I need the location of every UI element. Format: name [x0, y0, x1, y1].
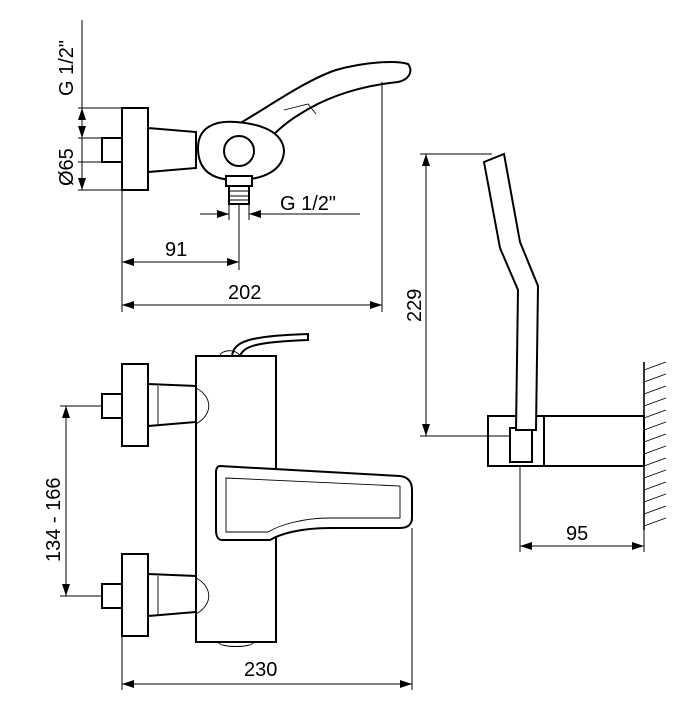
wall-hatch [643, 361, 667, 527]
top-view-inlet-stub [101, 137, 123, 163]
front-view-lower-rosette [121, 553, 149, 637]
front-view-dimensions [60, 405, 413, 690]
front-view-upper-stub [101, 393, 123, 419]
top-view-outlet-top [225, 175, 253, 187]
top-view-dimensions [78, 20, 383, 312]
dim-holder-height: 229 [404, 289, 426, 322]
dim-top-thread-inlet: G 1/2" [56, 40, 78, 96]
top-view-lever [230, 61, 412, 154]
top-view-outlet [228, 185, 250, 205]
dim-top-offset: 91 [165, 239, 187, 261]
dim-top-thread-outlet: G 1/2" [280, 193, 336, 215]
front-view-spout [215, 464, 413, 541]
dim-front-spacing: 134 - 166 [43, 477, 65, 562]
dim-top-depth: 202 [228, 282, 261, 304]
hand-shower [482, 152, 540, 431]
dim-front-width: 230 [244, 659, 277, 681]
top-view-connector [147, 126, 197, 174]
front-view-lower-stub [101, 583, 123, 609]
holder-dimensions [420, 153, 645, 552]
top-view-rosette [121, 107, 149, 191]
top-view-mixer [101, 61, 412, 205]
front-view-mixer [101, 332, 413, 647]
dim-top-diameter: Ø65 [56, 148, 78, 186]
front-view-lever [230, 332, 309, 357]
top-view-lever-inner [283, 103, 317, 115]
top-view-cartridge [223, 135, 255, 167]
front-view-upper-rosette [121, 363, 149, 447]
dim-holder-depth: 95 [566, 523, 588, 545]
hand-shower-holder [482, 152, 667, 530]
